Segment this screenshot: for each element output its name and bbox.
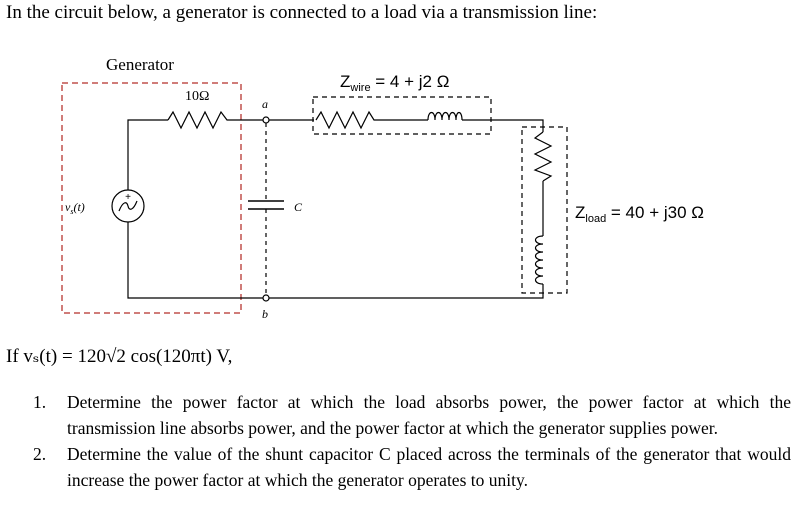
zwire-label: Zwire = 4 + j2 Ω — [340, 72, 449, 94]
question-list: 1. Determine the power factor at which t… — [33, 389, 791, 493]
load-inductor — [534, 235, 544, 285]
question-item: 1. Determine the power factor at which t… — [33, 389, 791, 441]
intro-text: In the circuit below, a generator is con… — [6, 2, 598, 23]
question-text: Determine the power factor at which the … — [67, 392, 791, 438]
terminal-b — [262, 294, 270, 302]
generator-label: Generator — [106, 55, 174, 74]
shunt-capacitor — [248, 200, 284, 210]
generator-box — [61, 82, 242, 314]
load-resistor — [533, 131, 553, 182]
zload-label: Zload = 40 + j30 Ω — [575, 203, 704, 225]
resistor-label: 10Ω — [185, 89, 209, 104]
node-b-label: b — [262, 307, 268, 321]
circuit-wires — [127, 119, 544, 299]
wire-inductor — [427, 111, 463, 121]
question-number: 2. — [33, 444, 47, 464]
voltage-source: + — [111, 189, 145, 223]
question-item: 2. Determine the value of the shunt capa… — [33, 441, 791, 493]
load-impedance-box — [521, 126, 568, 294]
given-source-expression: If vₛ(t) = 120√2 cos(120πt) V, — [6, 346, 233, 367]
question-text: Determine the value of the shunt capacit… — [67, 444, 791, 490]
capacitor-label: C — [294, 200, 303, 214]
terminal-a — [262, 116, 270, 124]
svg-text:+: + — [125, 192, 131, 203]
source-label: vs(t) — [65, 200, 85, 216]
resistor-10-ohm — [167, 110, 232, 130]
wire-resistor — [315, 110, 376, 130]
wire-impedance-box — [312, 96, 492, 135]
circuit-diagram: + Generator 10Ω vs(t) a b C Zwire = 4 + … — [61, 55, 704, 321]
node-a-label: a — [262, 97, 268, 111]
question-number: 1. — [33, 392, 47, 412]
